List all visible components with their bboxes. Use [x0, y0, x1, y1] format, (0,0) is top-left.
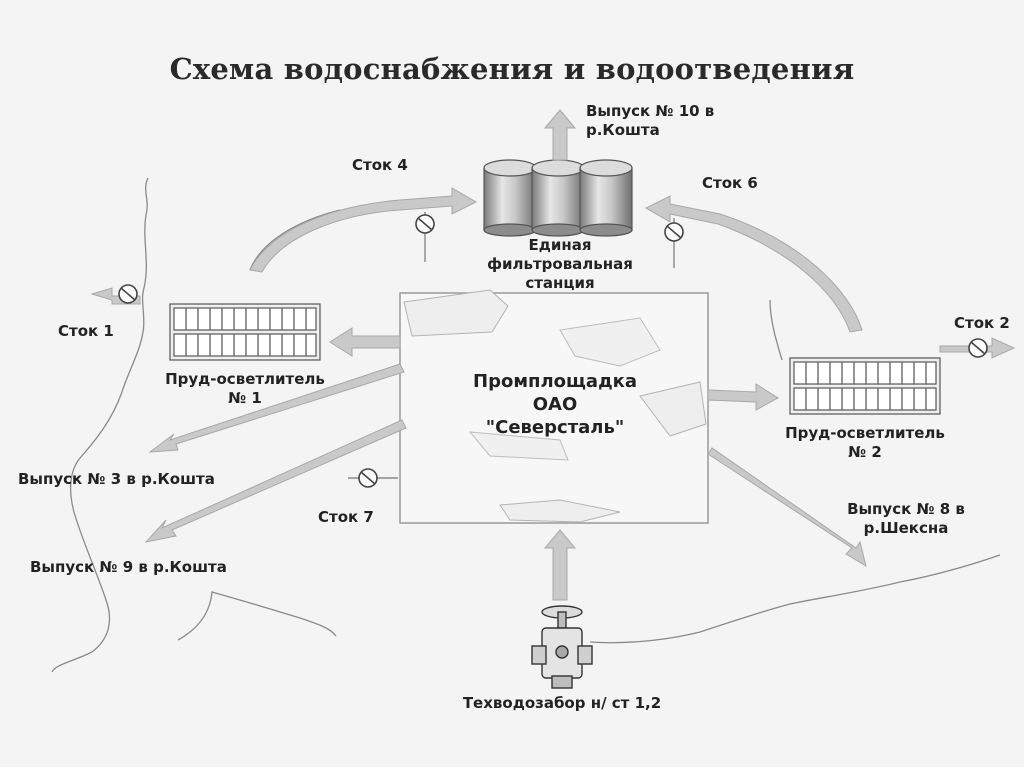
pond-1-line-2: № 1: [228, 389, 262, 407]
filter-station-icon: [483, 159, 633, 237]
filter-station-line-1: Единая: [528, 236, 592, 254]
outlet-8-label: Выпуск № 8 в р.Шексна: [836, 500, 976, 538]
outlet-10-label: Выпуск № 10 в р.Кошта: [586, 102, 714, 140]
drain-6-label: Сток 6: [702, 174, 758, 192]
arrow-drain-4: [249, 187, 478, 273]
valve-drain-7-icon: [348, 468, 398, 488]
filter-station-label: Единая фильтровальная станция: [470, 236, 650, 293]
pond-2-line-2: № 2: [848, 443, 882, 461]
drain-1-label: Сток 1: [58, 322, 114, 340]
pond-1-line-1: Пруд-осветлитель: [165, 370, 325, 388]
page-title: Схема водоснабжения и водоотведения: [169, 52, 855, 86]
outlet-10-line-2: р.Кошта: [586, 121, 660, 139]
outlet-9-label: Выпуск № 9 в р.Кошта: [30, 558, 227, 576]
outlet-3-label: Выпуск № 3 в р.Кошта: [18, 470, 215, 488]
outlet-8-line-1: Выпуск № 8 в: [847, 500, 965, 518]
filter-station-line-3: станция: [525, 274, 595, 292]
pond-1-icon: [169, 303, 321, 361]
pond-2-line-1: Пруд-осветлитель: [785, 424, 945, 442]
intake-valve-icon: [531, 605, 593, 689]
valve-icons: [118, 212, 988, 488]
arrow-outlet-9: [144, 419, 407, 543]
outlet-10-line-1: Выпуск № 10 в: [586, 102, 715, 120]
pond-2-label: Пруд-осветлитель № 2: [780, 424, 950, 462]
shoreline-lines: [51, 177, 1001, 673]
valve-drain-6-icon: [664, 218, 684, 268]
valve-drain-1-icon: [118, 284, 138, 304]
plant-label-line-2: ОАО: [532, 394, 578, 415]
plant-label-line-1: Промплощадка: [473, 371, 637, 392]
arrow-drain-6: [644, 195, 863, 333]
outlet-8-line-2: р.Шексна: [863, 519, 949, 537]
valve-drain-2-icon: [968, 338, 988, 358]
drain-7-label: Сток 7: [318, 508, 374, 526]
pond-1-label: Пруд-осветлитель № 1: [160, 370, 330, 408]
pond-2-icon: [789, 357, 941, 415]
arrow-plant-to-pond2: [707, 383, 779, 411]
intake-label: Техводозабор н/ ст 1,2: [462, 694, 662, 712]
plant-label: Промплощадка ОАО "Северсталь": [470, 370, 640, 439]
drain-4-label: Сток 4: [352, 156, 408, 174]
arrow-plant-to-pond1: [329, 327, 401, 357]
arrow-outlet-10: [543, 109, 577, 161]
arrow-outlet-3: [148, 363, 405, 453]
plant-area: [399, 289, 709, 524]
plant-label-line-3: "Северсталь": [485, 417, 625, 438]
arrow-intake-up: [543, 529, 577, 601]
arrow-outlet-8: [707, 447, 867, 568]
valve-drain-4-icon: [415, 212, 435, 262]
filter-station-line-2: фильтровальная: [487, 255, 633, 273]
drain-2-label: Сток 2: [954, 314, 1010, 332]
